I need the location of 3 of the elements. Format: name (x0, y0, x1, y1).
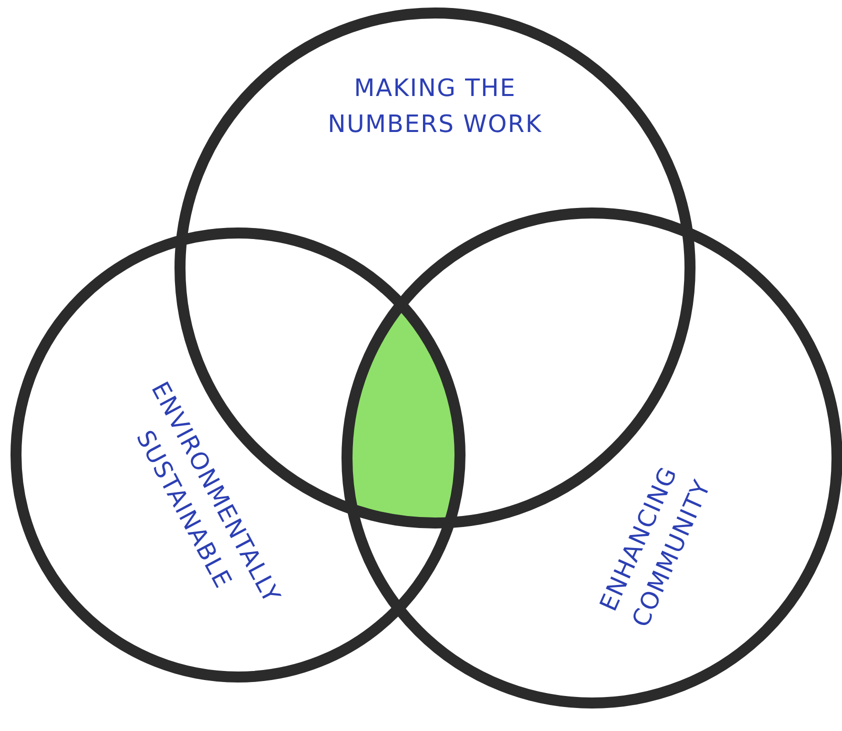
venn-circle (10, 227, 466, 683)
venn-circle (341, 207, 842, 709)
circle-label: MAKING THE NUMBERS WORK (326, 73, 544, 140)
